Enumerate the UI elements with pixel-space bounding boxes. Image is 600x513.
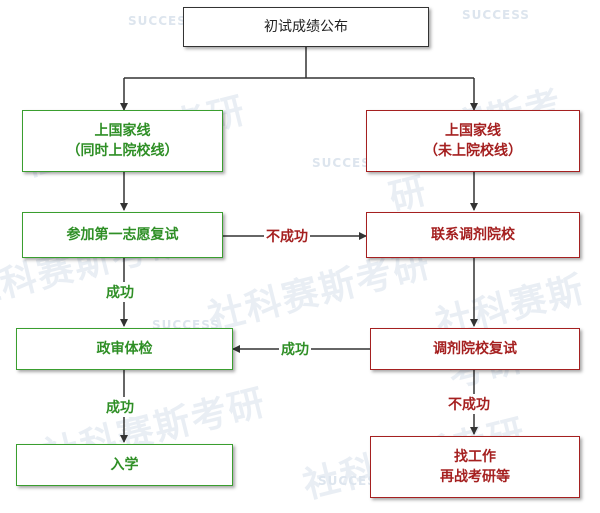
node-label: 入学 — [110, 457, 139, 473]
node-label-line1: 上国家线 — [94, 123, 151, 139]
node-political-review: 政审体检 — [16, 328, 233, 370]
node-contact-adjust-school: 联系调剂院校 — [366, 212, 580, 258]
edge-label-fail-adjust: 不成功 — [446, 394, 492, 414]
node-label: 联系调剂院校 — [431, 227, 515, 243]
node-label: 调剂院校复试 — [433, 341, 517, 357]
node-national-and-school-line: 上国家线 （同时上院校线） — [22, 110, 223, 172]
node-find-job: 找工作 再战考研等 — [370, 436, 580, 498]
edge-label-success-adjust: 成功 — [279, 339, 311, 359]
node-label-line1: 找工作 — [454, 449, 496, 465]
node-label-line2: 再战考研等 — [440, 469, 510, 485]
node-label: 参加第一志愿复试 — [66, 227, 179, 243]
edge-label-success-political: 成功 — [104, 397, 136, 417]
node-label-line2: （同时上院校线） — [66, 143, 179, 159]
node-label-line2: （未上院校线） — [424, 143, 522, 159]
node-admission: 入学 — [16, 444, 233, 486]
node-adjust-school-retest: 调剂院校复试 — [370, 328, 580, 370]
node-first-exam-result: 初试成绩公布 — [183, 7, 429, 47]
node-label: 初试成绩公布 — [264, 19, 348, 35]
edge-label-fail-retest: 不成功 — [264, 226, 310, 246]
node-label-line1: 上国家线 — [445, 123, 501, 139]
edge-label-success-retest: 成功 — [104, 282, 136, 302]
node-national-line-only: 上国家线 （未上院校线） — [366, 110, 580, 172]
node-label: 政审体检 — [96, 341, 153, 357]
node-first-choice-retest: 参加第一志愿复试 — [22, 212, 223, 258]
